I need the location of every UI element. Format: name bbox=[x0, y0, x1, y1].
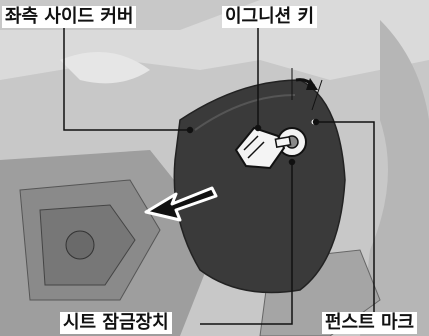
right-frame bbox=[360, 20, 429, 336]
engine-bolt bbox=[65, 230, 95, 260]
arrow-rotate-icon bbox=[291, 68, 323, 111]
left-side-cover bbox=[173, 79, 346, 294]
leader-lines bbox=[63, 28, 375, 325]
arrow-left-icon bbox=[144, 186, 218, 222]
cover-highlight bbox=[194, 94, 296, 131]
label-punch-mark: 펀스트 마크 bbox=[322, 312, 418, 334]
label-left-side-cover: 좌측 사이드 커버 bbox=[2, 6, 137, 28]
label-ignition-key: 이그니션 키 bbox=[222, 6, 318, 28]
key-icon bbox=[234, 126, 292, 170]
label-seat-lock: 시트 잠금장치 bbox=[60, 312, 172, 334]
upper-left-panel bbox=[60, 52, 150, 84]
